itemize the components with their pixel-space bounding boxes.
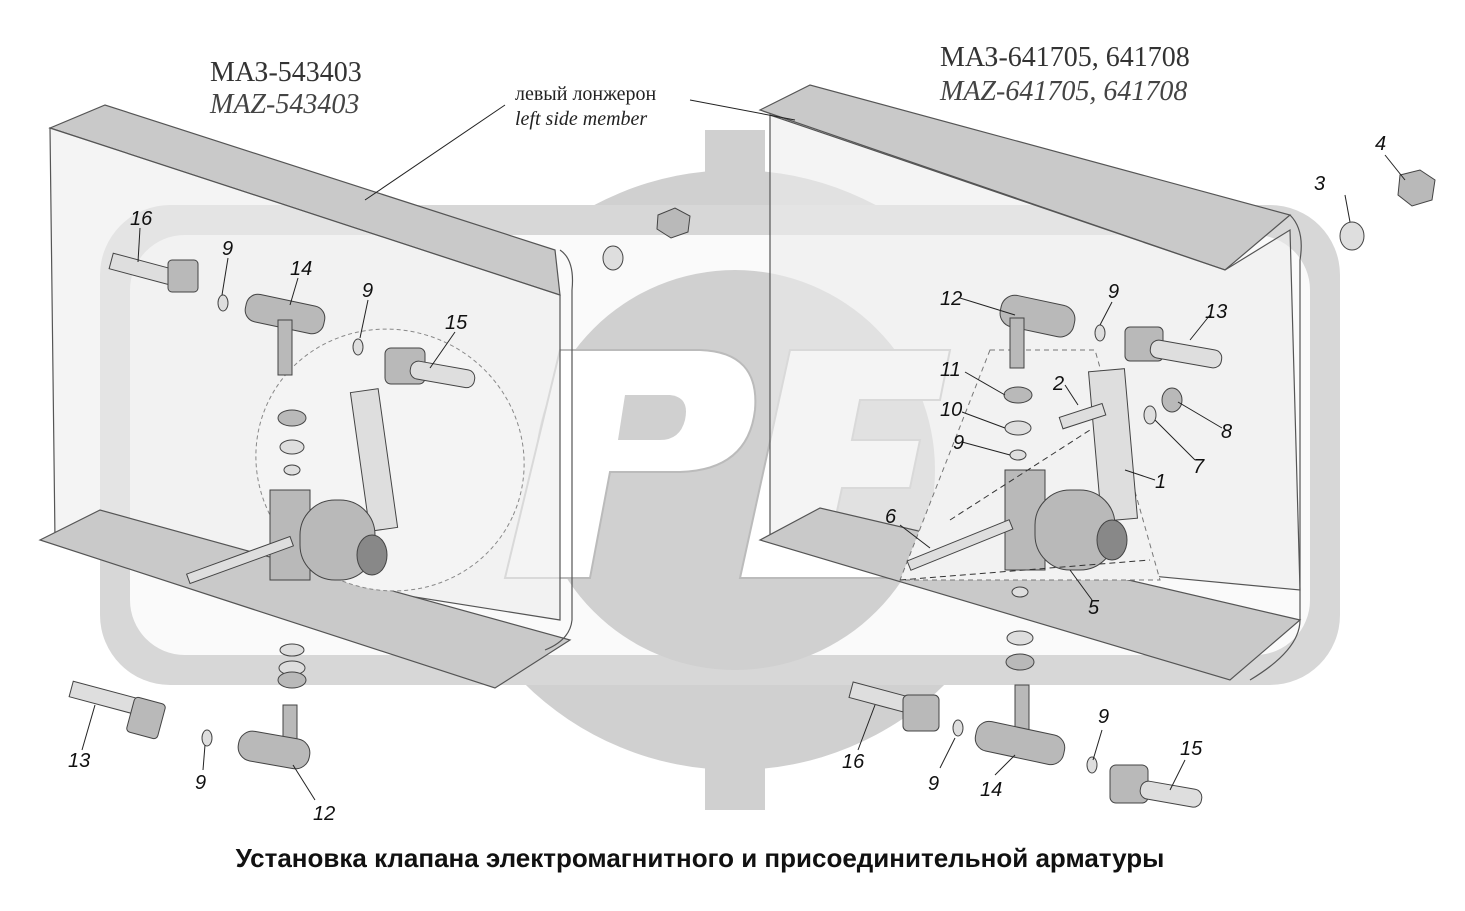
elbow-12-stem-right	[1009, 317, 1025, 369]
washer-9-left-a	[217, 294, 229, 312]
tee-14-stem-right	[1014, 684, 1030, 734]
callout-12-right: 12	[940, 288, 962, 310]
callout-1-right: 1	[1155, 471, 1166, 493]
left-side-member	[38, 104, 574, 689]
callout-6-right: 6	[885, 506, 897, 528]
bolt-6-right	[906, 519, 1014, 571]
nut-16-right	[902, 694, 940, 732]
nut-13-left	[126, 696, 166, 740]
callout-5-right: 5	[1088, 597, 1100, 619]
side-member-label-ru: левый лонжерон	[515, 83, 657, 105]
bracket-left	[349, 388, 399, 532]
callout-4: 4	[1375, 133, 1386, 155]
callout-9-left-a: 9	[222, 238, 233, 260]
left-model-title-en: MAZ-543403	[209, 89, 359, 120]
left-parts	[68, 252, 476, 770]
right-side-member	[758, 84, 1302, 681]
callout-8-right: 8	[1221, 421, 1232, 443]
callout-12-left: 12	[313, 803, 335, 825]
tube-13-right	[1149, 339, 1223, 369]
callouts-right: 12 9 13 11 2 10 9 8 7 1 6 5 3 4 16 9 14 …	[842, 133, 1386, 801]
tube-15-right	[1139, 780, 1203, 808]
washer-9-left-b	[352, 338, 364, 356]
washer-3	[1339, 221, 1365, 251]
elbow-12-left	[237, 730, 311, 770]
right-model-title-ru: МАЗ-641705, 641708	[940, 42, 1190, 73]
callout-9-left-b: 9	[362, 280, 373, 302]
callout-9-right-b: 9	[953, 432, 964, 454]
callout-9-left-c: 9	[195, 772, 206, 794]
tee-14-right	[974, 720, 1066, 766]
callout-7-right: 7	[1193, 456, 1205, 478]
callout-15-right: 15	[1180, 738, 1203, 760]
side-member-label-en: left side member	[515, 108, 647, 130]
leader-lines	[81, 99, 1406, 801]
callout-11-right: 11	[940, 359, 961, 381]
bolt-left	[185, 535, 295, 585]
callout-9-right-a: 9	[1108, 281, 1119, 303]
callout-9-right-d: 9	[1098, 706, 1109, 728]
callout-16-left: 16	[130, 208, 153, 230]
callout-15-left: 15	[445, 312, 468, 334]
callout-13-right: 13	[1205, 301, 1227, 323]
tee-14-stem-left	[277, 319, 293, 376]
nut-left-top	[277, 409, 307, 427]
nut-16-left	[167, 259, 199, 293]
left-model-title-ru: МАЗ-543403	[210, 57, 362, 88]
callout-2-right: 2	[1052, 373, 1064, 395]
nut-4	[1397, 169, 1436, 207]
tube-15-left	[409, 360, 476, 389]
callout-16-right: 16	[842, 751, 865, 773]
callouts-left: 16 9 14 9 15 13 9 12	[68, 208, 468, 825]
right-parts	[602, 169, 1436, 808]
callout-13-left: 13	[68, 750, 90, 772]
tube-13-left	[68, 680, 142, 716]
callout-3: 3	[1314, 173, 1325, 195]
callout-10-right: 10	[940, 399, 962, 421]
bolt-2-right	[1058, 402, 1107, 430]
callout-14-left: 14	[290, 258, 312, 280]
callout-14-right: 14	[980, 779, 1002, 801]
right-model-title-en: MAZ-641705, 641708	[939, 76, 1187, 107]
diagram-caption: Установка клапана электромагнитного и пр…	[235, 843, 1165, 873]
callout-9-right-c: 9	[928, 773, 939, 795]
